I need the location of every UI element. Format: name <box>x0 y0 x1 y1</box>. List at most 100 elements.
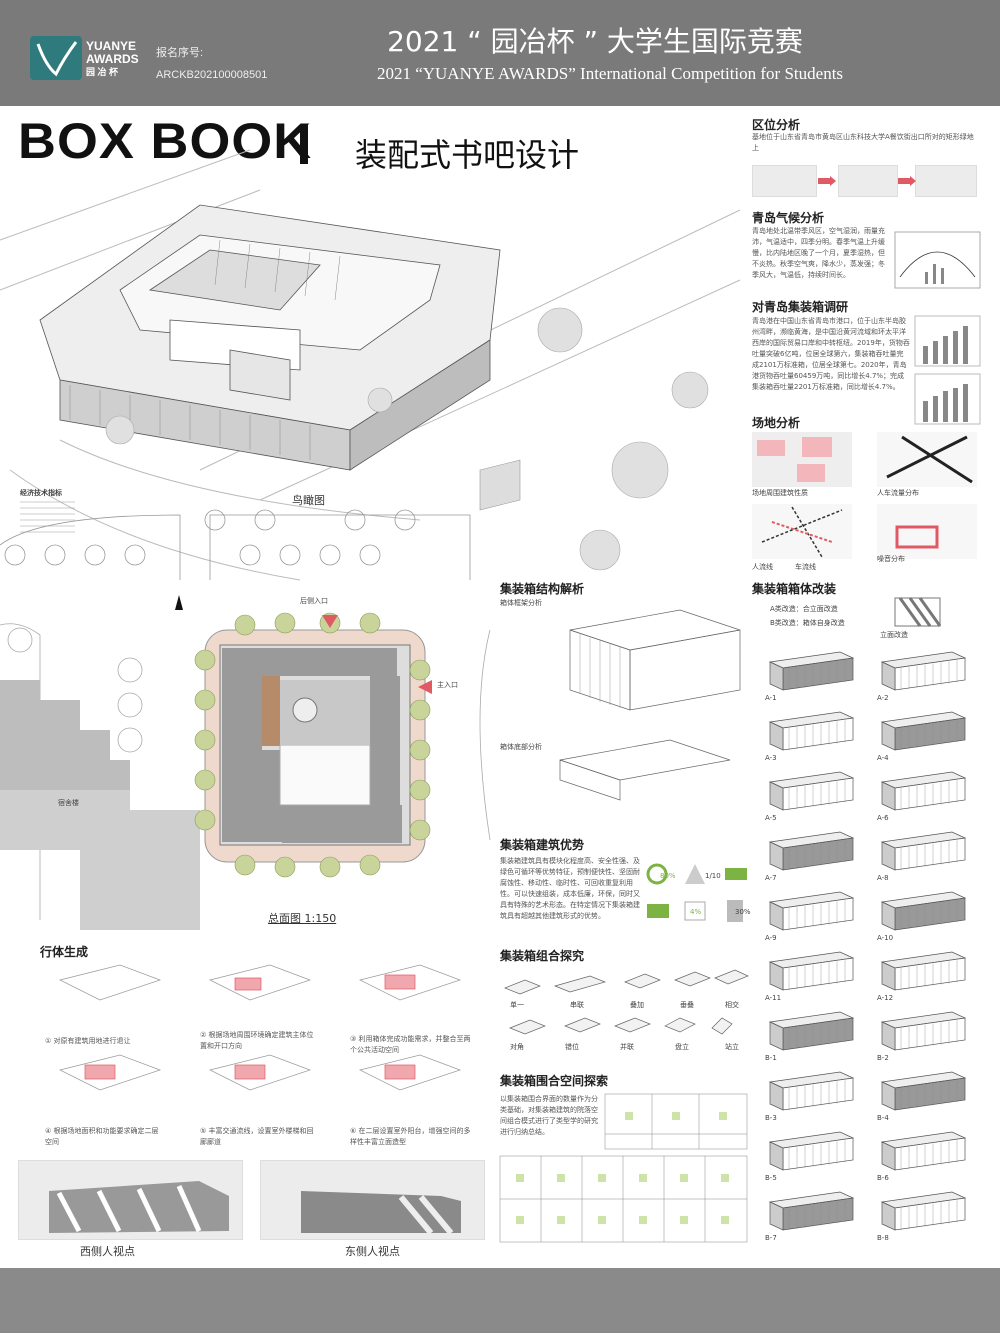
container-variant-a-1 <box>768 651 855 691</box>
form-step-2: ② 根据场地周围环境确定建筑主体位置和开口方向 <box>200 1031 314 1050</box>
reg-number: ARCKB202100008501 <box>156 69 268 81</box>
tree-rows <box>0 509 471 580</box>
container-variant-b-4 <box>880 1071 967 1111</box>
structure-subtitle-2: 箱体底部分析 <box>500 743 542 751</box>
structure-subtitle-1: 箱体框架分析 <box>500 599 542 607</box>
container-variant-a-2 <box>880 651 967 691</box>
logo-line2: AWARDS <box>86 52 139 66</box>
form-step-6: ⑥ 在二层设置室外阳台，增强空间的多样性丰富立面造型 <box>350 1127 471 1146</box>
combo-blocks <box>504 969 749 1035</box>
logo-text: YUANYE AWARDS 园 冶 杯 <box>86 40 139 79</box>
form-title: 行体生成 <box>40 945 89 959</box>
container-variant-a-6 <box>880 771 967 811</box>
logo-line3: 园 冶 杯 <box>86 67 119 77</box>
container-charts <box>914 315 981 425</box>
econ-indicators-title: 经济技术指标 <box>20 489 62 497</box>
aerial-caption: 鸟瞰图 <box>292 494 325 507</box>
site-caption-3: 人流线 <box>752 563 773 571</box>
form-diagrams <box>58 964 462 1091</box>
north-arrow-icon <box>175 595 183 610</box>
container-variant-label: B-6 <box>877 1174 889 1182</box>
site-plan-caption: 总面图 1:150 <box>268 912 337 925</box>
container-variant-a-3 <box>768 711 855 751</box>
east-building-sketch <box>301 1191 461 1235</box>
space-text: 以集装箱围合界面的数量作为分类基础，对集装箱建筑的院落空间组合模式进行了类型学的… <box>500 1095 598 1136</box>
container-variant-b-3 <box>768 1071 855 1111</box>
container-frame-drawing <box>559 609 741 801</box>
combo-item-5: 相交 <box>725 1001 739 1009</box>
combo-item-7: 错位 <box>565 1043 579 1051</box>
container-variant-b-7 <box>768 1191 855 1231</box>
climate-title: 青岛气候分析 <box>752 211 825 225</box>
space-grid <box>499 1093 748 1243</box>
site-caption-4: 车流线 <box>795 563 816 571</box>
competition-title-cn: 2021 “ 园冶杯 ” 大学生国际竞赛 <box>387 25 803 58</box>
container-variant-label: B-7 <box>765 1234 777 1242</box>
logo-line1: YUANYE <box>86 39 137 53</box>
container-variant-label: B-3 <box>765 1114 777 1122</box>
transform-type-a: A类改造：合立面改造 <box>770 605 838 613</box>
site-plan-drawing <box>0 595 491 930</box>
combo-item-2: 串联 <box>570 1001 584 1009</box>
form-step-4: ④ 根据场地面积和功能要求确定二层空间 <box>45 1127 159 1146</box>
competition-title-en: 2021 “YUANYE AWARDS” International Compe… <box>376 64 844 83</box>
stat-4: 30% <box>735 908 751 916</box>
container-variant-a-11 <box>768 951 855 991</box>
location-map-1 <box>752 165 817 197</box>
transform-title: 集装箱箱体改装 <box>752 582 837 596</box>
site-caption-1: 场地周围建筑性质 <box>752 489 808 497</box>
container-variant-label: B-2 <box>877 1054 889 1062</box>
container-variant-a-8 <box>880 831 967 871</box>
header-bar <box>0 0 1000 106</box>
west-perspective-image <box>18 1160 243 1240</box>
combo-item-1: 单一 <box>510 1001 524 1009</box>
project-subtitle: 装配式书吧设计 <box>355 136 580 174</box>
container-variant-label: A-4 <box>877 754 889 762</box>
container-variant-b-5 <box>768 1131 855 1171</box>
space-title: 集装箱围合空间探索 <box>500 1074 609 1088</box>
container-variant-a-9 <box>768 891 855 931</box>
site-analysis-maps <box>752 432 977 559</box>
combo-item-8: 并联 <box>620 1043 634 1051</box>
container-variant-label: A-10 <box>877 934 894 942</box>
container-variant-a-7 <box>768 831 855 871</box>
container-variant-a-4 <box>880 711 967 751</box>
climate-chart <box>894 231 981 289</box>
site-caption-5: 噪音分布 <box>877 555 905 563</box>
footer-bar <box>0 1268 1000 1333</box>
rear-entrance-arrow-icon <box>322 615 338 628</box>
advantage-icons <box>646 863 747 922</box>
container-variant-label: B-8 <box>877 1234 889 1242</box>
container-variant-a-5 <box>768 771 855 811</box>
form-step-3: ③ 利用箱体完成功能需求，并整合至两个公共活动空间 <box>350 1035 471 1054</box>
climate-text: 青岛地处北温带季风区，空气湿润，雨量充沛，气温适中，四季分明。春季气温上升缓慢，… <box>752 227 885 279</box>
stat-1: 80% <box>660 872 676 880</box>
west-view-caption: 西侧人视点 <box>80 1245 135 1258</box>
form-step-1: ① 对原有建筑用地进行退让 <box>45 1037 131 1045</box>
rear-entrance-label: 后侧入口 <box>300 597 328 605</box>
combo-item-4: 垂叠 <box>680 1001 694 1009</box>
container-text: 青岛港在中国山东省青岛市港口，位于山东半岛胶州湾畔，濒临黄海，是中国沿黄河流域和… <box>752 317 910 391</box>
west-building-sketch <box>49 1181 229 1233</box>
reg-label: 报名序号: <box>156 47 204 59</box>
location-map-2 <box>838 165 898 197</box>
combo-item-10: 站立 <box>725 1043 739 1051</box>
container-variant-label: A-1 <box>765 694 777 702</box>
location-map-3 <box>915 165 977 197</box>
container-variant-b-2 <box>880 1011 967 1051</box>
elevation-panel <box>894 597 942 627</box>
transform-elevation-label: 立面改造 <box>880 631 908 639</box>
title-divider <box>300 124 308 164</box>
combo-item-6: 对角 <box>510 1043 524 1051</box>
main-entrance-arrow-icon <box>418 680 432 694</box>
container-variant-label: A-8 <box>877 874 889 882</box>
container-variant-label: A-12 <box>877 994 894 1002</box>
container-variant-label: B-1 <box>765 1054 777 1062</box>
container-variant-a-10 <box>880 891 967 931</box>
container-variant-label: A-7 <box>765 874 777 882</box>
container-variant-label: A-5 <box>765 814 777 822</box>
east-view-caption: 东侧人视点 <box>345 1245 400 1258</box>
container-variant-b-1 <box>768 1011 855 1051</box>
advantage-title: 集装箱建筑优势 <box>500 838 585 852</box>
container-variant-label: B-5 <box>765 1174 777 1182</box>
